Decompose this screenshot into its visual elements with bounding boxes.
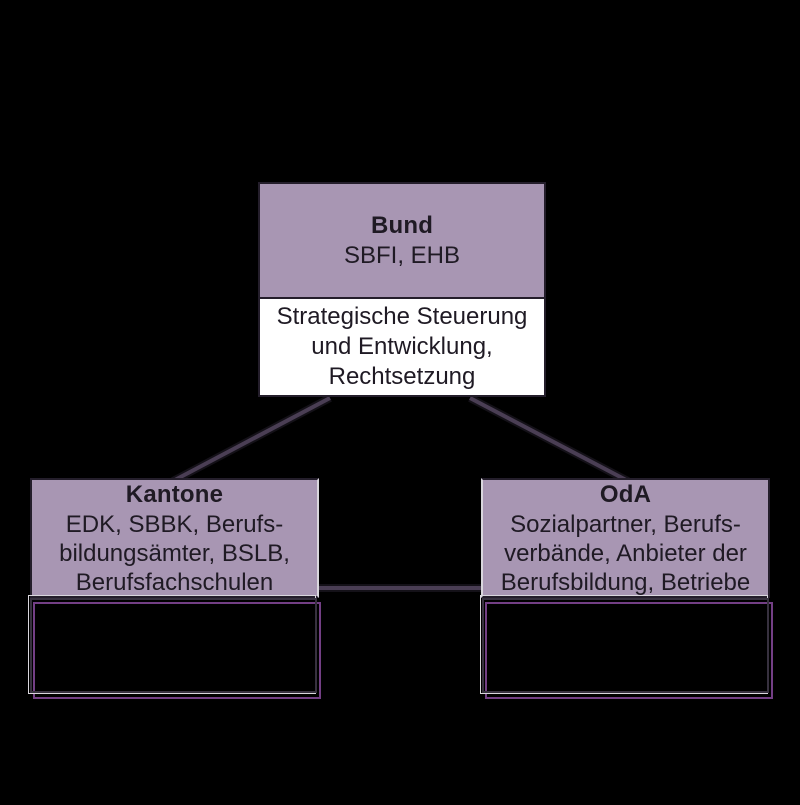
oda-empty-box — [482, 598, 769, 693]
node-kantone-member-line: Berufsfachschulen — [75, 568, 274, 596]
kantone-empty-box — [30, 598, 317, 693]
node-kantone: Kantone EDK, SBBK, Berufs- bildungsämter… — [30, 478, 319, 598]
node-oda-member-line: Sozialpartner, Berufs- — [510, 510, 741, 538]
node-bund-role-line: Strategische Steuerung — [276, 303, 528, 330]
node-kantone-title: Kantone — [125, 480, 224, 508]
kantone-empty-box-purple-outline — [33, 602, 321, 699]
node-bund-subtitle: SBFI, EHB — [343, 242, 461, 269]
node-oda-member-line: Berufsbildung, Betriebe — [500, 568, 751, 596]
node-kantone-member-line: EDK, SBBK, Berufs- — [65, 510, 284, 538]
node-kantone-member-line: bildungsämter, BSLB, — [59, 539, 290, 567]
edge-bund-kantone — [171, 394, 332, 485]
node-oda: OdA Sozialpartner, Berufs- verbände, Anb… — [481, 478, 770, 598]
node-bund: Bund SBFI, EHB Strategische Steuerung un… — [258, 182, 546, 397]
oda-empty-box-purple-outline — [485, 602, 773, 699]
node-bund-role-line: und Entwicklung, — [311, 333, 493, 360]
edge-bund-oda — [468, 394, 630, 485]
node-bund-role-line: Rechtsetzung — [328, 363, 476, 390]
node-bund-title: Bund — [370, 212, 434, 239]
node-oda-member-line: verbände, Anbieter der — [504, 539, 747, 567]
node-bund-header: Bund SBFI, EHB — [260, 184, 544, 299]
node-oda-title: OdA — [599, 480, 652, 508]
node-bund-role: Strategische Steuerung und Entwicklung, … — [260, 299, 544, 395]
